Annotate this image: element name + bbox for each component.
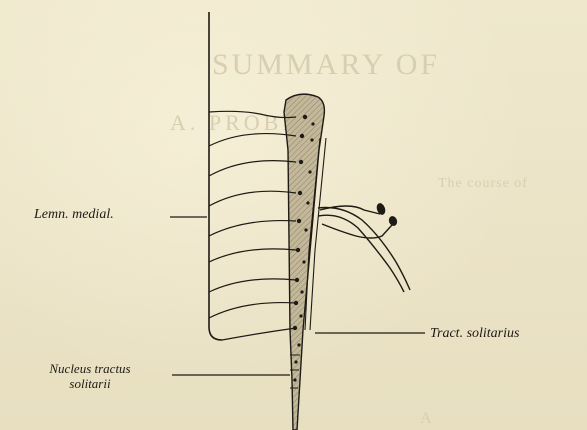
tractus-label: Tract. solitarius bbox=[430, 326, 519, 341]
nucleus-label-line1: Nucleus tractus bbox=[10, 361, 170, 376]
connecting-fibres bbox=[209, 111, 296, 340]
lemniscus-label: Lemn. medial. bbox=[34, 207, 114, 222]
nucleus-label: Nucleus tractus solitarii bbox=[10, 361, 170, 391]
nucleus-label-line2: solitarii bbox=[10, 376, 170, 391]
ganglion-cells bbox=[375, 202, 398, 227]
